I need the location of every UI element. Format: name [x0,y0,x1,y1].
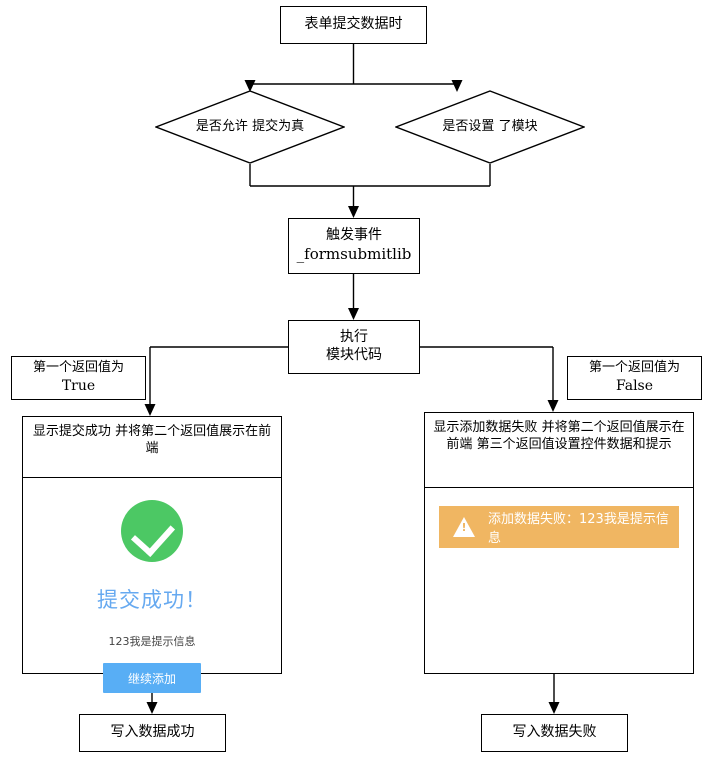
node-label: 写入数据成功 [110,724,195,741]
panel-fail-body: 添加数据失败：123我是提示信息 [425,488,693,766]
node-write-data-success: 写入数据成功 [79,714,226,752]
decision-allow-submit: 是否允许 提交为真 [155,90,345,164]
success-message: 123我是提示信息 [108,635,196,648]
check-circle-icon [121,500,183,562]
node-execute-module-code: 执行 模块代码 [288,320,420,374]
decision-line-1: 是否允许 [195,118,248,134]
node-label: 写入数据失败 [512,724,597,741]
node-form-submit-start: 表单提交数据时 [280,6,427,44]
branch-label-true: 第一个返回值为 True [11,356,146,400]
decision-label: 是否设置 了模块 [442,119,537,135]
panel-submit-failure: 显示添加数据失败 并将第二个返回值展示在前端 第三个返回值设置控件数据和提示 添… [424,412,694,674]
panel-success-body: 提交成功！ 123我是提示信息 继续添加 [23,478,281,756]
error-alert: 添加数据失败：123我是提示信息 [439,506,679,548]
diamond-shape [155,90,345,164]
success-title: 提交成功！ [97,588,207,612]
panel-success-header-line-1: 显示提交成功 [32,424,111,439]
decision-label: 是否允许 提交为真 [196,119,304,135]
arrowhead [348,206,359,218]
error-alert-text: 添加数据失败：123我是提示信息 [488,512,669,546]
diamond-shape [395,90,585,164]
decision-line-2: 了模块 [498,118,538,134]
panel-success-header-line-2: 并将第二个返回值展示在前端 [115,424,272,457]
panel-fail-header: 显示添加数据失败 并将第二个返回值展示在前端 第三个返回值设置控件数据和提示 [425,413,693,488]
node-line-2: _formsubmitlib [296,245,412,264]
node-write-data-failure: 写入数据失败 [481,714,628,752]
node-line-1: 执行 [340,329,368,346]
panel-submit-success: 显示提交成功 并将第二个返回值展示在前端 提交成功！ 123我是提示信息 继续添… [22,416,282,693]
arrowhead [144,404,156,416]
node-label: 表单提交数据时 [304,16,403,33]
decision-line-1: 是否设置 [442,118,495,134]
panel-fail-header-line-1: 显示添加数据失败 [433,420,538,435]
continue-add-button[interactable]: 继续添加 [103,663,201,693]
decision-module-set: 是否设置 了模块 [395,90,585,164]
branch-label-line-1: 第一个返回值为 [588,360,680,376]
node-trigger-event: 触发事件 _formsubmitlib [288,218,420,274]
branch-label-line-2: False [615,378,654,395]
panel-fail-header-line-3: 第三个返回值设置控件数据和提示 [476,437,672,453]
warning-triangle-icon [453,517,475,537]
panel-success-header: 显示提交成功 并将第二个返回值展示在前端 [23,417,281,478]
branch-label-line-1: 第一个返回值为 [32,360,124,376]
arrowhead [547,400,559,412]
panel-fail-header-line-2: 并将第二个返回值展示在前端 [446,420,685,453]
branch-label-false: 第一个返回值为 False [567,356,702,400]
arrowhead [348,308,359,320]
node-line-1: 触发事件 [326,227,382,244]
branch-label-line-2: True [61,378,96,395]
decision-line-2: 提交为真 [252,118,305,134]
node-line-2: 模块代码 [326,347,382,363]
